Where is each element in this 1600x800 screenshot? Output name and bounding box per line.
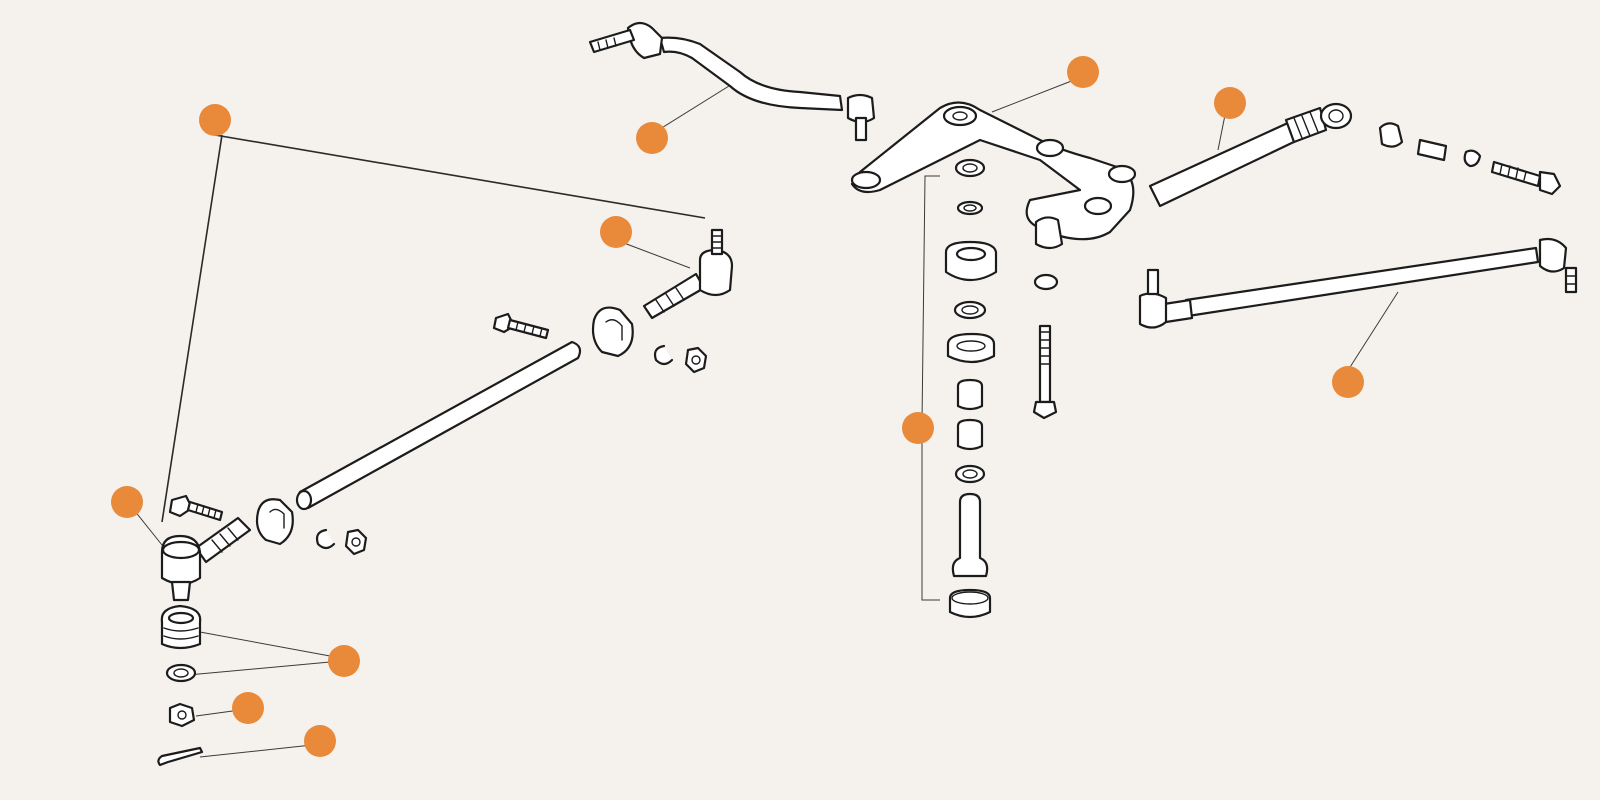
idler-bushing-stack	[944, 158, 1059, 619]
right-clamp-bolt	[492, 312, 550, 340]
left-c-clip	[315, 528, 336, 550]
hotspot-drag-link[interactable]	[636, 122, 668, 154]
hotspot-tie-rod-end-left[interactable]	[111, 486, 143, 518]
hotspot-castle-nut[interactable]	[232, 692, 264, 724]
hotspot-center-tie-rod[interactable]	[1332, 366, 1364, 398]
left-tie-rod-assembly	[157, 228, 734, 767]
left-tie-rod-end	[160, 516, 252, 602]
hotspot-tie-rod-assembly[interactable]	[199, 104, 231, 136]
hotspot-idler-bushing-kit[interactable]	[902, 412, 934, 444]
damper-bolt	[1490, 160, 1562, 196]
right-c-clip	[653, 344, 674, 366]
steering-damper	[1148, 102, 1562, 208]
left-lock-nut	[344, 528, 368, 556]
damper-bushing	[1378, 122, 1404, 148]
drag-link	[588, 21, 876, 142]
hotspots	[111, 56, 1364, 757]
left-washer	[165, 663, 197, 683]
cotter-pin	[157, 746, 204, 767]
hotspot-tie-rod-end-right[interactable]	[600, 216, 632, 248]
right-tube-clamp	[591, 306, 634, 358]
right-lock-nut	[684, 346, 708, 374]
left-boot	[160, 604, 202, 650]
leader-lines	[129, 75, 1399, 758]
hotspot-steering-damper[interactable]	[1214, 87, 1246, 119]
hotspot-cotter-pin[interactable]	[304, 725, 336, 757]
damper-washer	[1463, 149, 1482, 168]
center-tie-rod	[1138, 237, 1578, 329]
damper-sleeve	[1416, 138, 1448, 162]
castle-nut	[168, 702, 196, 728]
right-tie-rod-end	[642, 228, 734, 320]
hotspot-idler-arm[interactable]	[1067, 56, 1099, 88]
center-link-and-idler-arm	[850, 101, 1137, 250]
left-tube-clamp	[255, 498, 294, 546]
hotspot-boot-and-washer[interactable]	[328, 645, 360, 677]
left-clamp-bolt	[168, 494, 224, 522]
tie-rod-tube	[296, 340, 582, 510]
